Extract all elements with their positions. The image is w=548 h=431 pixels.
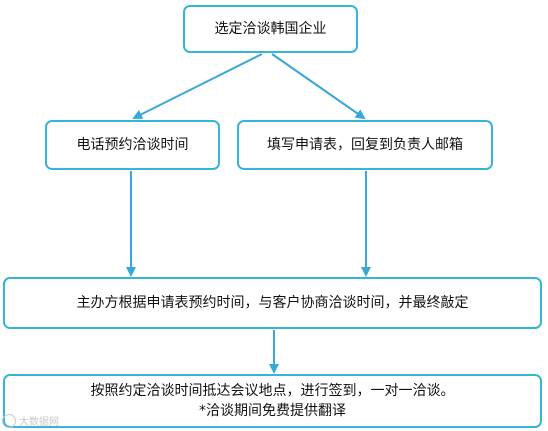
node-meeting: 按照约定洽谈时间抵达会议地点，进行签到，一对一洽谈。 *洽谈期间免费提供翻译 [3, 374, 542, 428]
node-fill-form: 填写申请表，回复到负责人邮箱 [237, 120, 493, 170]
watermark: 大数据网 [2, 413, 59, 428]
arrow-select-to-form [271, 53, 366, 120]
node-organizer-schedule: 主办方根据申请表预约时间，与客户协商洽谈时间，并最终敲定 [3, 277, 542, 329]
node-select-company-label: 选定洽谈韩国企业 [214, 21, 327, 37]
node-meeting-line1: 按照约定洽谈时间抵达会议地点，进行签到，一对一洽谈。 [90, 383, 455, 399]
node-phone-booking: 电话预约洽谈时间 [45, 120, 220, 170]
arrow-select-to-phone [132, 53, 263, 119]
node-fill-form-label: 填写申请表，回复到负责人邮箱 [267, 137, 463, 153]
node-meeting-line2: *洽谈期间免费提供翻译 [199, 403, 346, 419]
watermark-text: 大数据网 [19, 417, 59, 428]
node-select-company: 选定洽谈韩国企业 [183, 5, 358, 53]
node-organizer-schedule-label: 主办方根据申请表预约时间，与客户协商洽谈时间，并最终敲定 [76, 295, 469, 311]
wechat-logo-icon [2, 413, 16, 428]
node-phone-booking-label: 电话预约洽谈时间 [76, 137, 189, 153]
